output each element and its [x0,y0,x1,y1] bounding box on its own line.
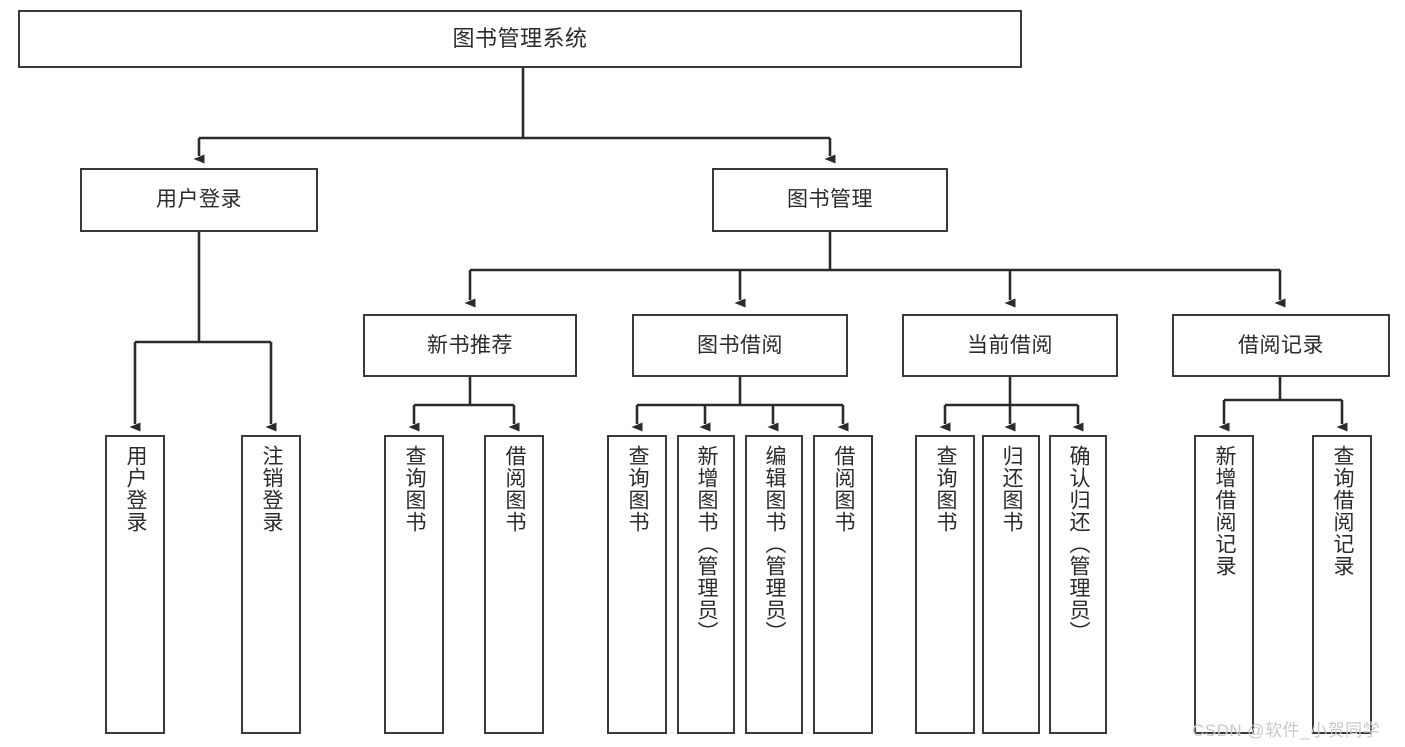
node-leaf-query-book-recommend-label: 查询图书 [403,445,427,533]
node-leaf-borrow-book-recommend[interactable]: 借阅图书 [484,435,544,734]
node-book-borrow-label: 图书借阅 [697,333,783,357]
node-leaf-query-borrow-record[interactable]: 查询借阅记录 [1312,435,1372,734]
edges-borrow-record-to-leaves [1218,377,1348,432]
edges-current-borrow-to-leaves [939,377,1084,432]
node-current-borrow-label: 当前借阅 [967,333,1053,357]
node-leaf-query-book-recommend[interactable]: 查询图书 [384,435,444,734]
edges-book-management-to-level3 [464,232,1286,308]
node-leaf-confirm-return-admin[interactable]: 确认归还（管理员） [1049,435,1107,734]
node-leaf-edit-book-admin-label: 编辑图书（管理员） [763,445,787,643]
node-book-borrow[interactable]: 图书借阅 [632,314,848,377]
node-leaf-user-login[interactable]: 用户登录 [105,435,165,734]
node-leaf-add-book-admin[interactable]: 新增图书（管理员） [677,435,735,734]
node-new-book-recommend-label: 新书推荐 [427,333,513,357]
node-book-management-label: 图书管理 [787,188,873,212]
node-current-borrow[interactable]: 当前借阅 [902,314,1118,377]
edges-new-book-recommend-to-leaves [408,377,520,432]
node-leaf-query-book-borrow-label: 查询图书 [626,445,650,533]
node-root-system[interactable]: 图书管理系统 [18,10,1022,68]
node-leaf-return-book-label: 归还图书 [1000,445,1024,533]
node-user-login[interactable]: 用户登录 [80,168,318,232]
edges-root-to-level2 [193,68,836,164]
node-leaf-add-book-admin-label: 新增图书（管理员） [695,445,719,643]
node-leaf-borrow-book-borrow[interactable]: 借阅图书 [813,435,873,734]
node-root-system-label: 图书管理系统 [452,25,588,51]
node-borrow-record-label: 借阅记录 [1238,333,1324,357]
node-leaf-user-login-label: 用户登录 [124,445,148,533]
node-new-book-recommend[interactable]: 新书推荐 [363,314,577,377]
node-leaf-logout-login[interactable]: 注销登录 [241,435,301,734]
edges-user-login-to-leaves [129,232,277,432]
node-leaf-confirm-return-admin-label: 确认归还（管理员） [1067,445,1091,643]
node-leaf-query-book-borrow[interactable]: 查询图书 [607,435,667,734]
node-borrow-record[interactable]: 借阅记录 [1172,314,1390,377]
node-leaf-borrow-book-borrow-label: 借阅图书 [832,445,856,533]
csdn-watermark: CSDN @软件_小贺同学 [1192,721,1381,740]
edges-book-borrow-to-leaves [631,377,849,432]
node-leaf-query-book-current-label: 查询图书 [934,445,958,533]
node-user-login-label: 用户登录 [156,188,242,212]
node-leaf-return-book[interactable]: 归还图书 [982,435,1040,734]
node-leaf-query-borrow-record-label: 查询借阅记录 [1331,445,1355,577]
node-book-management[interactable]: 图书管理 [712,168,948,232]
node-leaf-borrow-book-recommend-label: 借阅图书 [503,445,527,533]
node-leaf-query-book-current[interactable]: 查询图书 [915,435,975,734]
node-leaf-edit-book-admin[interactable]: 编辑图书（管理员） [745,435,803,734]
node-leaf-add-borrow-record-label: 新增借阅记录 [1213,445,1237,577]
node-leaf-add-borrow-record[interactable]: 新增借阅记录 [1194,435,1254,734]
node-leaf-logout-login-label: 注销登录 [260,445,284,533]
